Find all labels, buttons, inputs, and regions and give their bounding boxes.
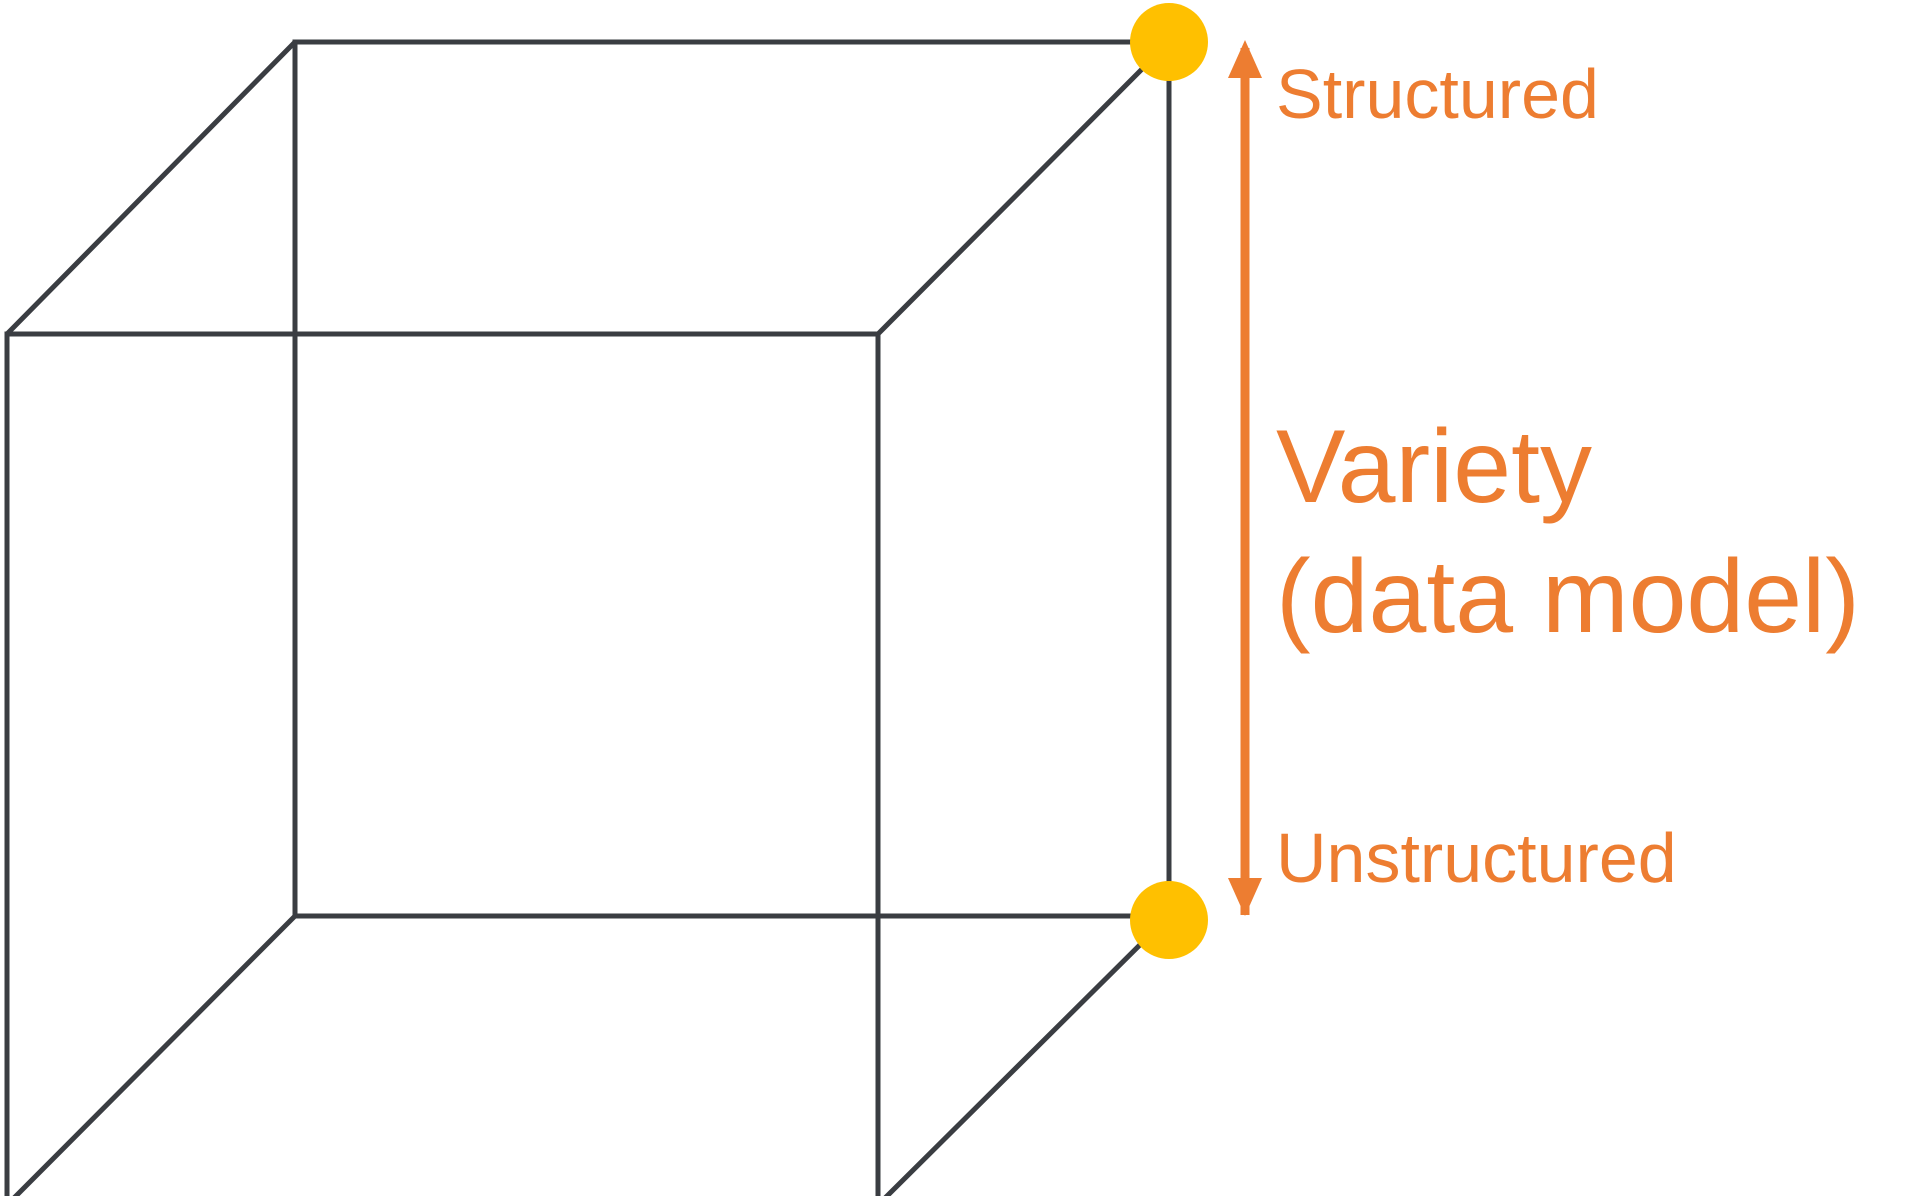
axis-title-variety: Variety [1276, 409, 1592, 525]
cube-edge-bottom-right [883, 913, 1172, 1196]
unstructured-node [1130, 881, 1208, 959]
structured-node [1130, 3, 1208, 81]
arrowhead-top [1228, 40, 1262, 78]
cube-edge-bottom-left [12, 913, 298, 1196]
cube-wireframe [4, 39, 1172, 1196]
label-unstructured: Unstructured [1276, 819, 1677, 897]
arrowhead-bottom [1228, 878, 1262, 916]
cube-back-face [292, 39, 1172, 919]
cube-edge-top-right [875, 39, 1172, 337]
cube-front-face [4, 331, 881, 1196]
axis-title-data-model: (data model) [1276, 539, 1860, 655]
label-structured: Structured [1276, 55, 1599, 133]
cube-edge-top-left [4, 39, 298, 337]
